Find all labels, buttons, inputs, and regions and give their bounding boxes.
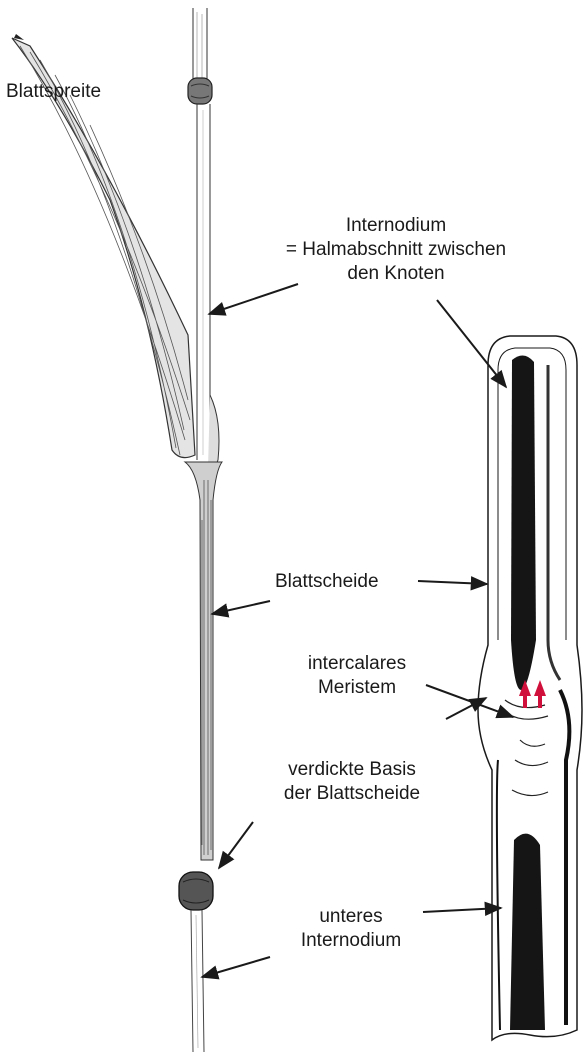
arrow-blattscheide — [212, 601, 270, 614]
label-internodium-line1: Internodium — [246, 214, 546, 238]
label-unteres: unteres Internodium — [286, 905, 416, 953]
arrow-internodium — [209, 284, 298, 314]
label-meristem: intercalares Meristem — [282, 652, 432, 700]
upper-culm — [193, 8, 207, 80]
grass-stem-drawing — [12, 8, 222, 1052]
label-blattscheide: Blattscheide — [275, 570, 379, 594]
label-basis: verdickte Basis der Blattscheide — [262, 758, 442, 806]
label-meristem-line2: Meristem — [282, 676, 432, 700]
label-unteres-line1: unteres — [286, 905, 416, 929]
label-blattspreite: Blattspreite — [6, 80, 101, 104]
lower-node — [179, 872, 213, 910]
stem-section-drawing — [478, 336, 582, 1040]
arrow-blattscheide-section — [418, 581, 487, 584]
label-internodium: Internodium = Halmabschnitt zwischen den… — [246, 214, 546, 286]
internode — [197, 104, 210, 460]
hollow-cavity — [511, 355, 536, 690]
arrow-unteres-section — [423, 908, 501, 912]
label-internodium-line2: = Halmabschnitt zwischen — [246, 238, 546, 262]
arrow-basis-stem — [219, 822, 253, 868]
leaf-sheath — [185, 462, 222, 860]
arrow-unteres — [202, 957, 270, 977]
label-meristem-line1: intercalares — [282, 652, 432, 676]
pointer-arrows — [202, 284, 513, 977]
label-unteres-line2: Internodium — [286, 929, 416, 953]
label-basis-line2: der Blattscheide — [262, 782, 442, 806]
label-basis-line1: verdickte Basis — [262, 758, 442, 782]
label-internodium-line3: den Knoten — [246, 262, 546, 286]
lower-internode — [191, 910, 204, 1052]
upper-node — [188, 78, 212, 104]
